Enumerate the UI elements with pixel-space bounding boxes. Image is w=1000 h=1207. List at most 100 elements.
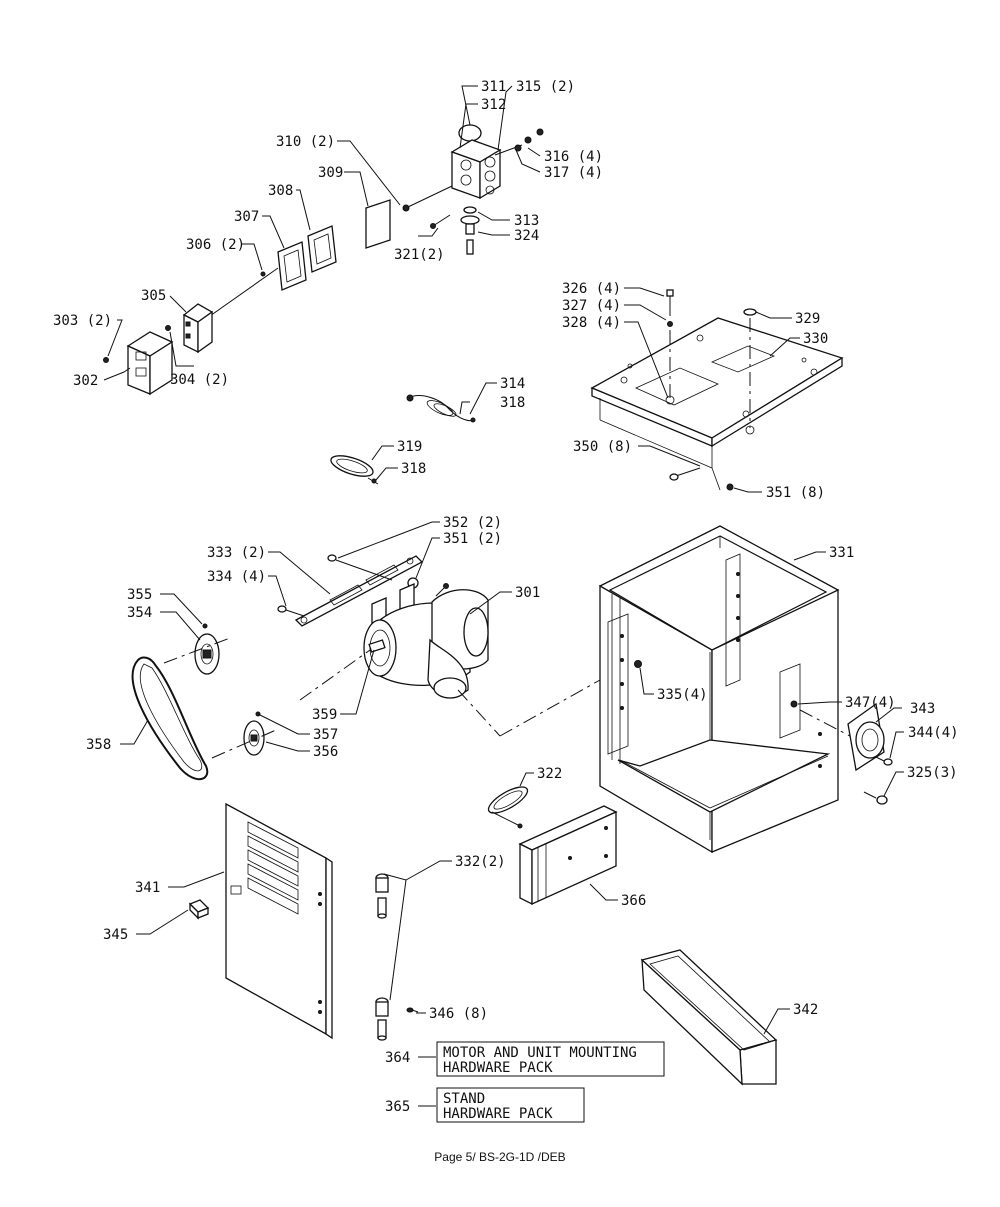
part-306-screw-axis [199, 267, 279, 324]
label-364: 364 [385, 1050, 410, 1066]
part-317-washer [514, 144, 522, 152]
label-305: 305 [141, 288, 166, 304]
label-310: 310 (2) [276, 134, 335, 150]
part-310-screw [402, 185, 453, 212]
hardware-pack-box-364: MOTOR AND UNIT MOUNTING HARDWARE PACK [436, 1041, 665, 1077]
label-343: 343 [910, 701, 935, 717]
label-354: 354 [127, 605, 152, 621]
label-321: 321(2) [394, 247, 445, 263]
part-355-set-screw [202, 623, 208, 629]
part-316-nut-b [536, 128, 544, 136]
part-358-belt [131, 656, 209, 780]
label-350: 350 (8) [573, 439, 632, 455]
part-351-nut [726, 483, 734, 491]
label-330: 330 [803, 331, 828, 347]
part-313-strain-relief [460, 206, 480, 255]
label-328: 328 (4) [562, 315, 621, 331]
label-359: 359 [312, 707, 337, 723]
label-332: 332(2) [455, 854, 506, 870]
label-326: 326 (4) [562, 281, 621, 297]
label-325: 325(3) [907, 765, 958, 781]
page-footer: Page 5/ BS-2G-1D /DEB [434, 1150, 566, 1164]
part-332-hinge-upper [375, 873, 389, 919]
part-345-latch [188, 899, 210, 920]
part-356-driven-pulley [243, 711, 265, 756]
label-318-b: 318 [401, 461, 426, 477]
label-309: 309 [318, 165, 343, 181]
part-325-screw [863, 791, 888, 805]
part-366-electrical-box [518, 805, 618, 906]
label-316: 316 (4) [544, 149, 603, 165]
box-365-line-1: STAND [443, 1091, 485, 1107]
label-322: 322 [537, 766, 562, 782]
part-326-bolt [665, 289, 675, 405]
label-314: 314 [500, 376, 525, 392]
part-354-motor-pulley [194, 623, 220, 675]
box-365-line-2: HARDWARE PACK [443, 1106, 553, 1122]
part-346-screw [406, 1007, 419, 1013]
label-324: 324 [514, 228, 539, 244]
label-334: 334 (4) [207, 569, 266, 585]
label-345: 345 [103, 927, 128, 943]
motor-mount-centerline-b [499, 679, 601, 737]
part-343-dust-port [847, 702, 885, 772]
part-332-hinge-lower [375, 997, 389, 1041]
label-306: 306 (2) [186, 237, 245, 253]
label-357: 357 [313, 727, 338, 743]
label-313: 313 [514, 213, 539, 229]
label-302: 302 [73, 373, 98, 389]
pulley-centerline-lower [211, 729, 277, 759]
label-327: 327 (4) [562, 298, 621, 314]
label-341: 341 [135, 880, 160, 896]
label-358: 358 [86, 737, 111, 753]
label-317: 317 (4) [544, 165, 603, 181]
part-309-label [365, 199, 391, 249]
label-347: 347(4) [845, 695, 896, 711]
label-351-b: 351 (2) [443, 531, 502, 547]
label-365: 365 [385, 1099, 410, 1115]
label-318-a: 318 [500, 395, 525, 411]
label-366: 366 [621, 893, 646, 909]
part-359-shaft [368, 639, 386, 653]
part-344-screw [875, 756, 893, 766]
label-331: 331 [829, 545, 854, 561]
label-356: 356 [313, 744, 338, 760]
label-304: 304 (2) [170, 372, 229, 388]
part-316-nut [524, 136, 532, 144]
label-319: 319 [397, 439, 422, 455]
label-352: 352 (2) [443, 515, 502, 531]
label-344: 344(4) [908, 725, 959, 741]
label-351-a: 351 (8) [766, 485, 825, 501]
part-319-cord [330, 455, 379, 485]
label-355: 355 [127, 587, 152, 603]
part-307-plate [277, 241, 307, 291]
label-342: 342 [793, 1002, 818, 1018]
label-303: 303 (2) [53, 313, 112, 329]
part-301-motor [363, 583, 489, 699]
part-329-nut [743, 308, 757, 428]
part-341-door [225, 802, 333, 1040]
part-302-switch-face [126, 331, 174, 396]
label-333: 333 (2) [207, 545, 266, 561]
label-308: 308 [268, 183, 293, 199]
part-305-switch-housing [182, 303, 214, 354]
dust-port-centerline [799, 709, 851, 737]
label-315: 315 (2) [516, 79, 575, 95]
part-322-cord [487, 786, 529, 829]
part-350-bolt [669, 467, 701, 481]
part-303-screw [103, 357, 109, 363]
part-312-switch-box [450, 139, 502, 200]
box-364-line-2: HARDWARE PACK [443, 1060, 553, 1076]
part-number-labels: 311 312 315 (2) 310 (2) 316 (4) 317 (4) … [53, 79, 959, 1115]
part-342-dust-chute [640, 949, 778, 1086]
pulley-centerline-upper [163, 637, 231, 664]
motor-shaft-centerline [299, 649, 371, 701]
part-321-screw [430, 214, 451, 229]
label-346: 346 (8) [429, 1006, 488, 1022]
part-308-bezel [307, 225, 337, 273]
part-331-stand-cabinet [598, 525, 840, 854]
part-314-power-cord [406, 394, 476, 423]
label-335: 335(4) [657, 687, 708, 703]
